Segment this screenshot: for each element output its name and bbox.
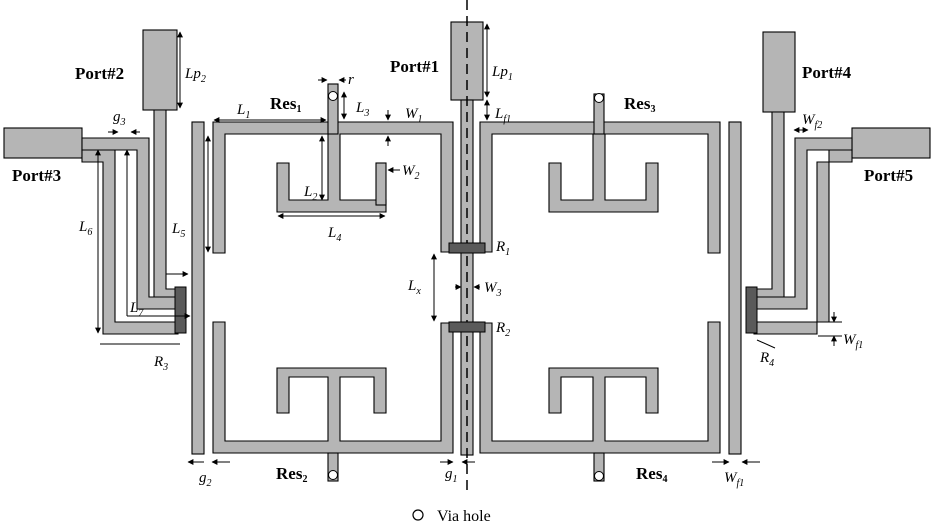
l6-label: L6 xyxy=(78,219,92,238)
resonator-4 xyxy=(479,321,721,482)
resonator-3 xyxy=(479,93,721,254)
resistor-R4 xyxy=(745,286,758,334)
left-feed-lines xyxy=(3,29,205,455)
via-hole-legend-label: Via hole xyxy=(437,508,491,525)
l7-label: L7 xyxy=(129,300,144,319)
g2-label: g2 xyxy=(199,470,212,489)
R3-label: R3 xyxy=(153,354,168,373)
res4-label: Res4 xyxy=(636,464,667,485)
R4-label: R4 xyxy=(759,350,774,369)
labels: Port#1 Port#2 Port#3 Port#4 Port#5 Res1 … xyxy=(12,57,913,489)
dimension-lines xyxy=(95,23,842,465)
resistor-R3 xyxy=(174,286,187,334)
wf1-bottom-label: Wf1 xyxy=(724,470,744,489)
port1-label: Port#1 xyxy=(390,57,439,76)
via-hole-res2 xyxy=(328,470,338,480)
via-hole-res3 xyxy=(594,93,604,103)
l2-label: L2 xyxy=(303,184,317,203)
resistor-R1 xyxy=(448,242,486,254)
resonator-1 xyxy=(212,83,454,254)
g1-label: g1 xyxy=(445,466,458,485)
right-feed-lines xyxy=(728,31,931,455)
res1-label: Res1 xyxy=(270,94,301,115)
w1-label: W1 xyxy=(405,106,423,125)
legend: Via hole xyxy=(412,508,491,525)
w2-label: W2 xyxy=(402,163,420,182)
l5-label: L5 xyxy=(171,221,185,240)
l1-label: L1 xyxy=(236,102,250,121)
port5-label: Port#5 xyxy=(864,166,913,185)
l3-label: L3 xyxy=(355,100,369,119)
resonator-2 xyxy=(212,321,454,482)
lf1-label: Lf1 xyxy=(494,106,511,125)
via-hole-res1 xyxy=(328,91,338,101)
wf1-right-label: Wf1 xyxy=(843,332,863,351)
port4-label: Port#4 xyxy=(802,63,852,82)
lp2-label: Lp2 xyxy=(184,66,206,85)
lp1-label: Lp1 xyxy=(491,64,513,83)
g3-label: g3 xyxy=(113,109,126,128)
port2-label: Port#2 xyxy=(75,64,124,83)
res2-label: Res2 xyxy=(276,464,307,485)
port3-label: Port#3 xyxy=(12,166,61,185)
res3-label: Res3 xyxy=(624,94,655,115)
w3-label: W3 xyxy=(484,280,502,299)
r-label: r xyxy=(348,72,354,88)
wf2-label: Wf2 xyxy=(802,112,822,131)
R1-label: R1 xyxy=(495,239,510,258)
via-hole-legend-icon xyxy=(412,509,424,521)
l4-label: L4 xyxy=(327,225,341,244)
via-hole-res4 xyxy=(594,471,604,481)
R2-label: R2 xyxy=(495,320,510,339)
lx-label: Lx xyxy=(407,278,421,297)
resistor-R2 xyxy=(448,321,486,333)
port1-feed xyxy=(448,0,486,490)
